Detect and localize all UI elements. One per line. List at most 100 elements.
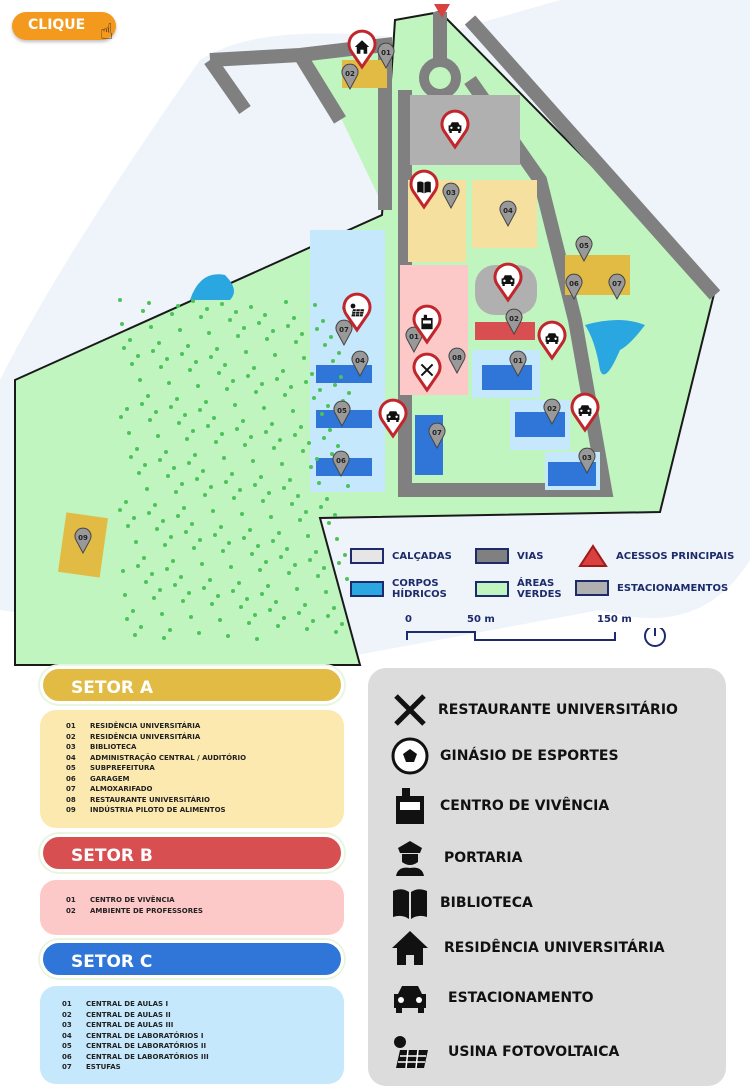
item-number: 05 [62,1042,72,1050]
tree-dot [306,534,310,538]
tree-dot [224,480,228,484]
icon-legend-item: USINA FOTOVOLTAICA [390,1032,619,1072]
tree-dot [202,586,206,590]
pin-label: 07 [432,429,442,437]
tree-dot [165,357,169,361]
tree-dot [118,508,122,512]
tree-dot [283,393,287,397]
tree-dot [239,605,243,609]
tree-dot [260,592,264,596]
building-number-pin[interactable]: 07 [428,422,446,450]
kiosk-map-marker[interactable] [412,304,442,345]
cutlery-map-marker[interactable] [412,352,442,393]
pin-label: 04 [503,207,513,215]
building-number-pin[interactable]: 08 [448,347,466,375]
icon-legend-label: RESIDÊNCIA UNIVERSITÁRIA [444,940,665,956]
building-number-pin[interactable]: 01 [377,42,395,70]
building-number-pin[interactable]: 01 [509,350,527,378]
tree-dot [145,487,149,491]
clique-button[interactable]: CLIQUE☝ [12,12,116,45]
tree-dot [136,564,140,568]
building-number-pin[interactable]: 05 [575,235,593,263]
tree-dot [188,368,192,372]
building-number-pin[interactable]: 07 [335,319,353,347]
pin-label: 02 [509,315,519,323]
tree-dot [248,528,252,532]
tree-dot [297,611,301,615]
tree-dot [327,521,331,525]
tree-dot [177,421,181,425]
tree-dot [287,571,291,575]
pin-label: 07 [612,280,622,288]
car-map-marker[interactable] [570,392,600,433]
guard-icon [396,841,424,876]
tree-dot [161,519,165,523]
tree-dot [303,603,307,607]
tree-dot [284,300,288,304]
building-number-pin[interactable]: 02 [341,63,359,91]
tree-dot [251,459,255,463]
car-map-marker[interactable] [493,262,523,303]
solar-panel-map-marker[interactable] [342,292,372,333]
house-map-marker[interactable] [347,29,377,70]
tree-dot [282,486,286,490]
tree-dot [142,556,146,560]
clique-label: CLIQUE [28,17,86,33]
tree-dot [326,404,330,408]
building-number-pin[interactable]: 06 [332,450,350,478]
tree-dot [207,331,211,335]
building-number-pin[interactable]: 06 [565,273,583,301]
tree-dot [211,509,215,513]
tree-dot [176,514,180,518]
tree-dot [160,612,164,616]
tree-dot [330,452,334,456]
tree-dot [131,609,135,613]
tree-dot [324,590,328,594]
tree-dot [122,346,126,350]
item-number: 03 [62,1021,72,1029]
building-number-pin[interactable]: 04 [499,200,517,228]
pin-label: 05 [579,242,589,250]
tree-dot [260,382,264,386]
tree-dot [167,381,171,385]
tree-dot [334,630,338,634]
tree-dot [214,440,218,444]
tree-dot [267,491,271,495]
sector-c-header: SETOR C [40,940,344,978]
tree-dot [309,465,313,469]
building-number-pin[interactable]: 09 [74,527,92,555]
building-number-pin[interactable]: 02 [505,308,523,336]
tree-dot [150,572,154,576]
building-number-pin[interactable]: 02 [543,398,561,426]
tree-dot [308,558,312,562]
car-map-marker[interactable] [537,320,567,361]
tree-dot [272,446,276,450]
tree-dot [243,443,247,447]
building-number-pin[interactable]: 05 [333,400,351,428]
pin-label: 09 [78,534,88,542]
legend-label: ACESSOS PRINCIPAIS [616,550,735,562]
tree-dot [326,614,330,618]
car-map-marker[interactable] [378,398,408,439]
icon-legend-label: PORTARIA [444,850,523,866]
item-label: BIBLIOTECA [90,743,137,751]
icon-legend-item: BIBLIOTECA [390,883,533,923]
building-c02 [515,412,565,437]
building-number-pin[interactable]: 03 [578,447,596,475]
book-map-marker[interactable] [409,169,439,210]
car-map-marker[interactable] [440,109,470,150]
building-number-pin[interactable]: 07 [608,273,626,301]
tree-dot [270,422,274,426]
tree-dot [230,472,234,476]
tree-dot [310,372,314,376]
building-number-pin[interactable]: 03 [442,182,460,210]
tree-dot [157,341,161,345]
solar-panel-icon [394,1036,428,1069]
tree-dot [275,377,279,381]
tree-dot [209,485,213,489]
tree-dot [347,391,351,395]
building-number-pin[interactable]: 04 [351,350,369,378]
